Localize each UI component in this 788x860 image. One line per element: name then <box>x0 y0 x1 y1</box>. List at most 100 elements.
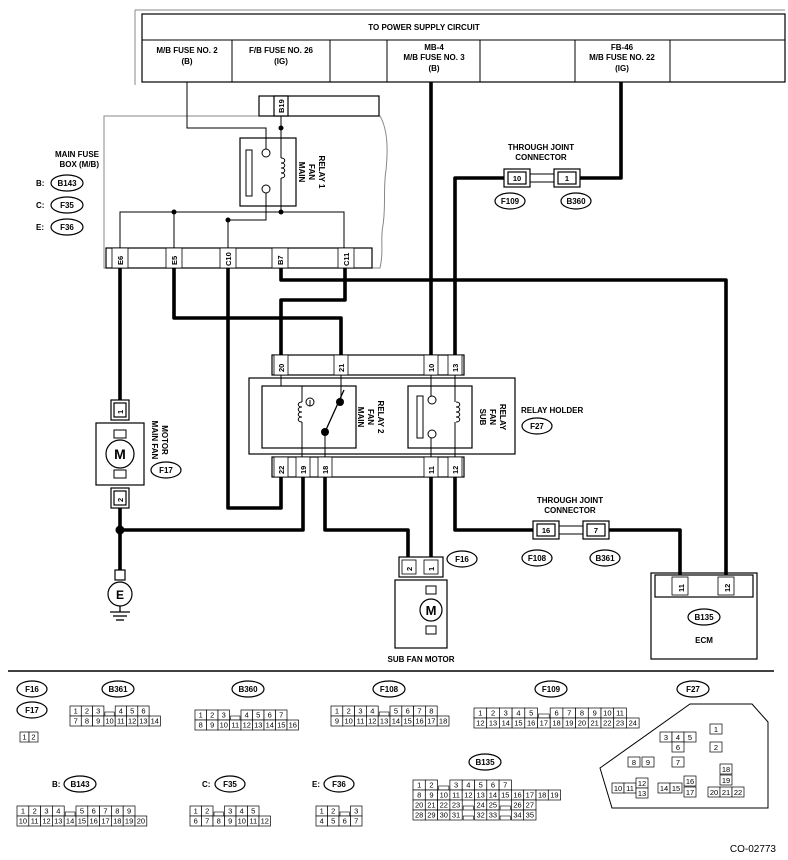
pin-cell <box>669 782 683 794</box>
pin-number: 30 <box>440 811 448 820</box>
pin-key <box>438 785 450 791</box>
fuse-mb22-label: M/B FUSE NO. 22 <box>589 53 655 62</box>
rh-pin-20: 20 <box>277 364 286 372</box>
pin-number: 2 <box>429 781 433 790</box>
pin-number: 12 <box>464 791 472 800</box>
pin-number: 18 <box>722 765 730 774</box>
through-joint-connector-top: THROUGH JOINT CONNECTOR 10 1 F109 B360 <box>494 143 592 210</box>
pin-number: 11 <box>249 817 257 826</box>
pin-number: 1 <box>335 707 339 716</box>
pin-number: 2 <box>85 707 89 716</box>
mfm-pin-2: 2 <box>116 498 125 502</box>
pin-e5: E5 <box>170 256 179 265</box>
pin-number: 21 <box>590 719 598 728</box>
pin-number: 16 <box>415 717 423 726</box>
pin-number: 9 <box>210 721 214 730</box>
pin-number: 5 <box>256 711 260 720</box>
pin-number: 12 <box>638 779 646 788</box>
pin-number: 2 <box>205 807 209 816</box>
legend-badge-b143 <box>63 775 97 793</box>
pin-number: 13 <box>638 789 646 798</box>
pin-number: 4 <box>516 709 520 718</box>
legend-badge-f36 <box>323 775 355 793</box>
pin-number: 15 <box>277 721 285 730</box>
mfm-pin-1: 1 <box>116 410 125 414</box>
pin-number: 20 <box>137 817 145 826</box>
pin-number: 1 <box>320 807 324 816</box>
pin-number: 15 <box>78 817 86 826</box>
legend-f27: F27 <box>686 685 700 694</box>
main-fuse-box: MAIN FUSE BOX (M/B) B: B143 C: F35 E: F3… <box>36 82 388 269</box>
connector-badge-f108 <box>521 549 553 567</box>
mfm-label-1: MAIN FAN <box>150 421 159 460</box>
harness-wires <box>115 82 728 575</box>
legend-b360: B360 <box>238 685 258 694</box>
pin-number: 17 <box>101 817 109 826</box>
pin-key <box>462 805 474 811</box>
pin-number: 21 <box>427 801 435 810</box>
connector-badge-f17 <box>150 461 182 479</box>
pin-number: 14 <box>66 817 74 826</box>
pin-number: 6 <box>92 807 96 816</box>
rh-pin-13: 13 <box>451 364 460 372</box>
pin-cell <box>547 789 561 801</box>
pin-number: 3 <box>354 807 358 816</box>
relay2-label-3: RELAY 2 <box>376 401 385 434</box>
pin-number: 6 <box>406 707 410 716</box>
pin-number: 4 <box>245 711 249 720</box>
pin-number: 15 <box>514 719 522 728</box>
rh-pin-12: 12 <box>451 466 460 474</box>
pin-number: 13 <box>380 717 388 726</box>
tj-bottom-code-f108: F108 <box>528 554 547 563</box>
pin-cell <box>486 809 500 821</box>
pin-number: 6 <box>676 743 680 752</box>
pin-number: 11 <box>357 717 365 726</box>
pin-key <box>538 713 550 719</box>
pin-key <box>339 811 350 817</box>
pin-number: 8 <box>632 758 636 767</box>
pin-c11: C11 <box>342 253 351 266</box>
ecm-pin-11: 11 <box>677 584 686 592</box>
pin-cell <box>635 787 649 799</box>
pin-number: 3 <box>96 707 100 716</box>
tj-bottom-label-2: CONNECTOR <box>544 506 596 515</box>
pin-number: 34 <box>513 811 521 820</box>
pin-number: 28 <box>415 811 423 820</box>
pin-number: 17 <box>686 788 694 797</box>
sub-fan-relay <box>407 385 473 449</box>
pin-number: 4 <box>56 807 60 816</box>
mfb-conn-b-prefix: B: <box>36 179 44 188</box>
pin-cell <box>258 815 271 827</box>
pin-number: 2 <box>31 733 35 742</box>
sfm-symbol: M <box>426 603 437 618</box>
legend-f36-prefix: E: <box>312 780 320 789</box>
pin-number: 12 <box>261 817 269 826</box>
pin-number: 13 <box>476 791 484 800</box>
pin-number: 21 <box>722 788 730 797</box>
pin-cell <box>28 731 39 743</box>
pin-cell <box>683 786 697 798</box>
pin-number: 17 <box>526 791 534 800</box>
pin-number: 10 <box>105 717 113 726</box>
pin-number: 1 <box>478 709 482 718</box>
pin-number: 6 <box>491 781 495 790</box>
pin-number: 16 <box>289 721 297 730</box>
pin-number: 10 <box>603 709 611 718</box>
pin-number: 3 <box>664 733 668 742</box>
connector-badge-b361 <box>589 549 621 567</box>
legend-f27-outline <box>599 703 769 809</box>
pin-cell <box>671 756 685 768</box>
pin-number: 14 <box>151 717 159 726</box>
relay2-label-1: MAIN <box>356 407 365 428</box>
pin-number: 7 <box>417 707 421 716</box>
pin-number: 10 <box>19 817 27 826</box>
connector-badge-b360 <box>560 192 592 210</box>
connector-badge-f16 <box>446 550 478 568</box>
legend-badge-b360 <box>231 680 265 698</box>
pin-number: 23 <box>452 801 460 810</box>
sfm-label: SUB FAN MOTOR <box>388 655 455 664</box>
